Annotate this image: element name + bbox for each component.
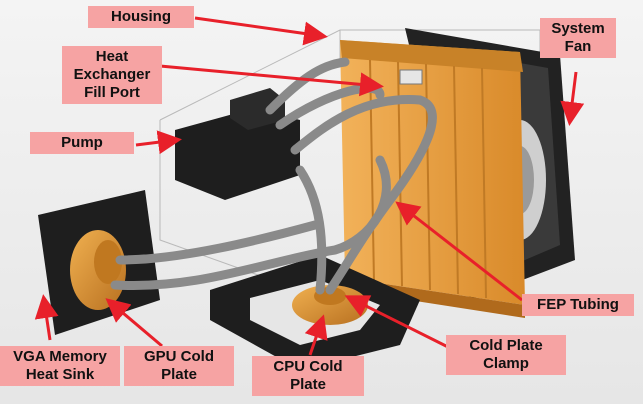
arrow-system-fan	[560, 71, 585, 126]
arrow-gpu-cold-plate	[105, 298, 163, 348]
label-fill-port: Heat Exchanger Fill Port	[62, 46, 162, 104]
label-gpu-cold-plate: GPU Cold Plate	[124, 346, 234, 386]
arrow-cpu-cold-plate	[304, 314, 328, 356]
arrow-cold-plate-clamp	[344, 295, 451, 350]
arrow-pump	[135, 130, 182, 155]
arrow-fep-tubing	[395, 201, 523, 302]
label-pump: Pump	[30, 132, 134, 154]
pump	[175, 88, 300, 200]
fep-tubing	[110, 57, 437, 295]
label-vga-heat-sink: VGA Memory Heat Sink	[0, 346, 120, 386]
arrow-vga-heat-sink	[34, 294, 59, 341]
label-fep-tubing: FEP Tubing	[522, 294, 634, 316]
heat-exchanger	[340, 40, 525, 318]
gpu-cold-plate	[70, 230, 126, 310]
label-cold-plate-clamp: Cold Plate Clamp	[446, 335, 566, 375]
label-system-fan: System Fan	[540, 18, 616, 58]
arrow-fill-port	[159, 64, 384, 97]
label-housing: Housing	[88, 6, 194, 28]
callout-arrows	[34, 16, 585, 356]
label-cpu-cold-plate: CPU Cold Plate	[252, 356, 364, 396]
arrow-housing	[194, 16, 328, 46]
